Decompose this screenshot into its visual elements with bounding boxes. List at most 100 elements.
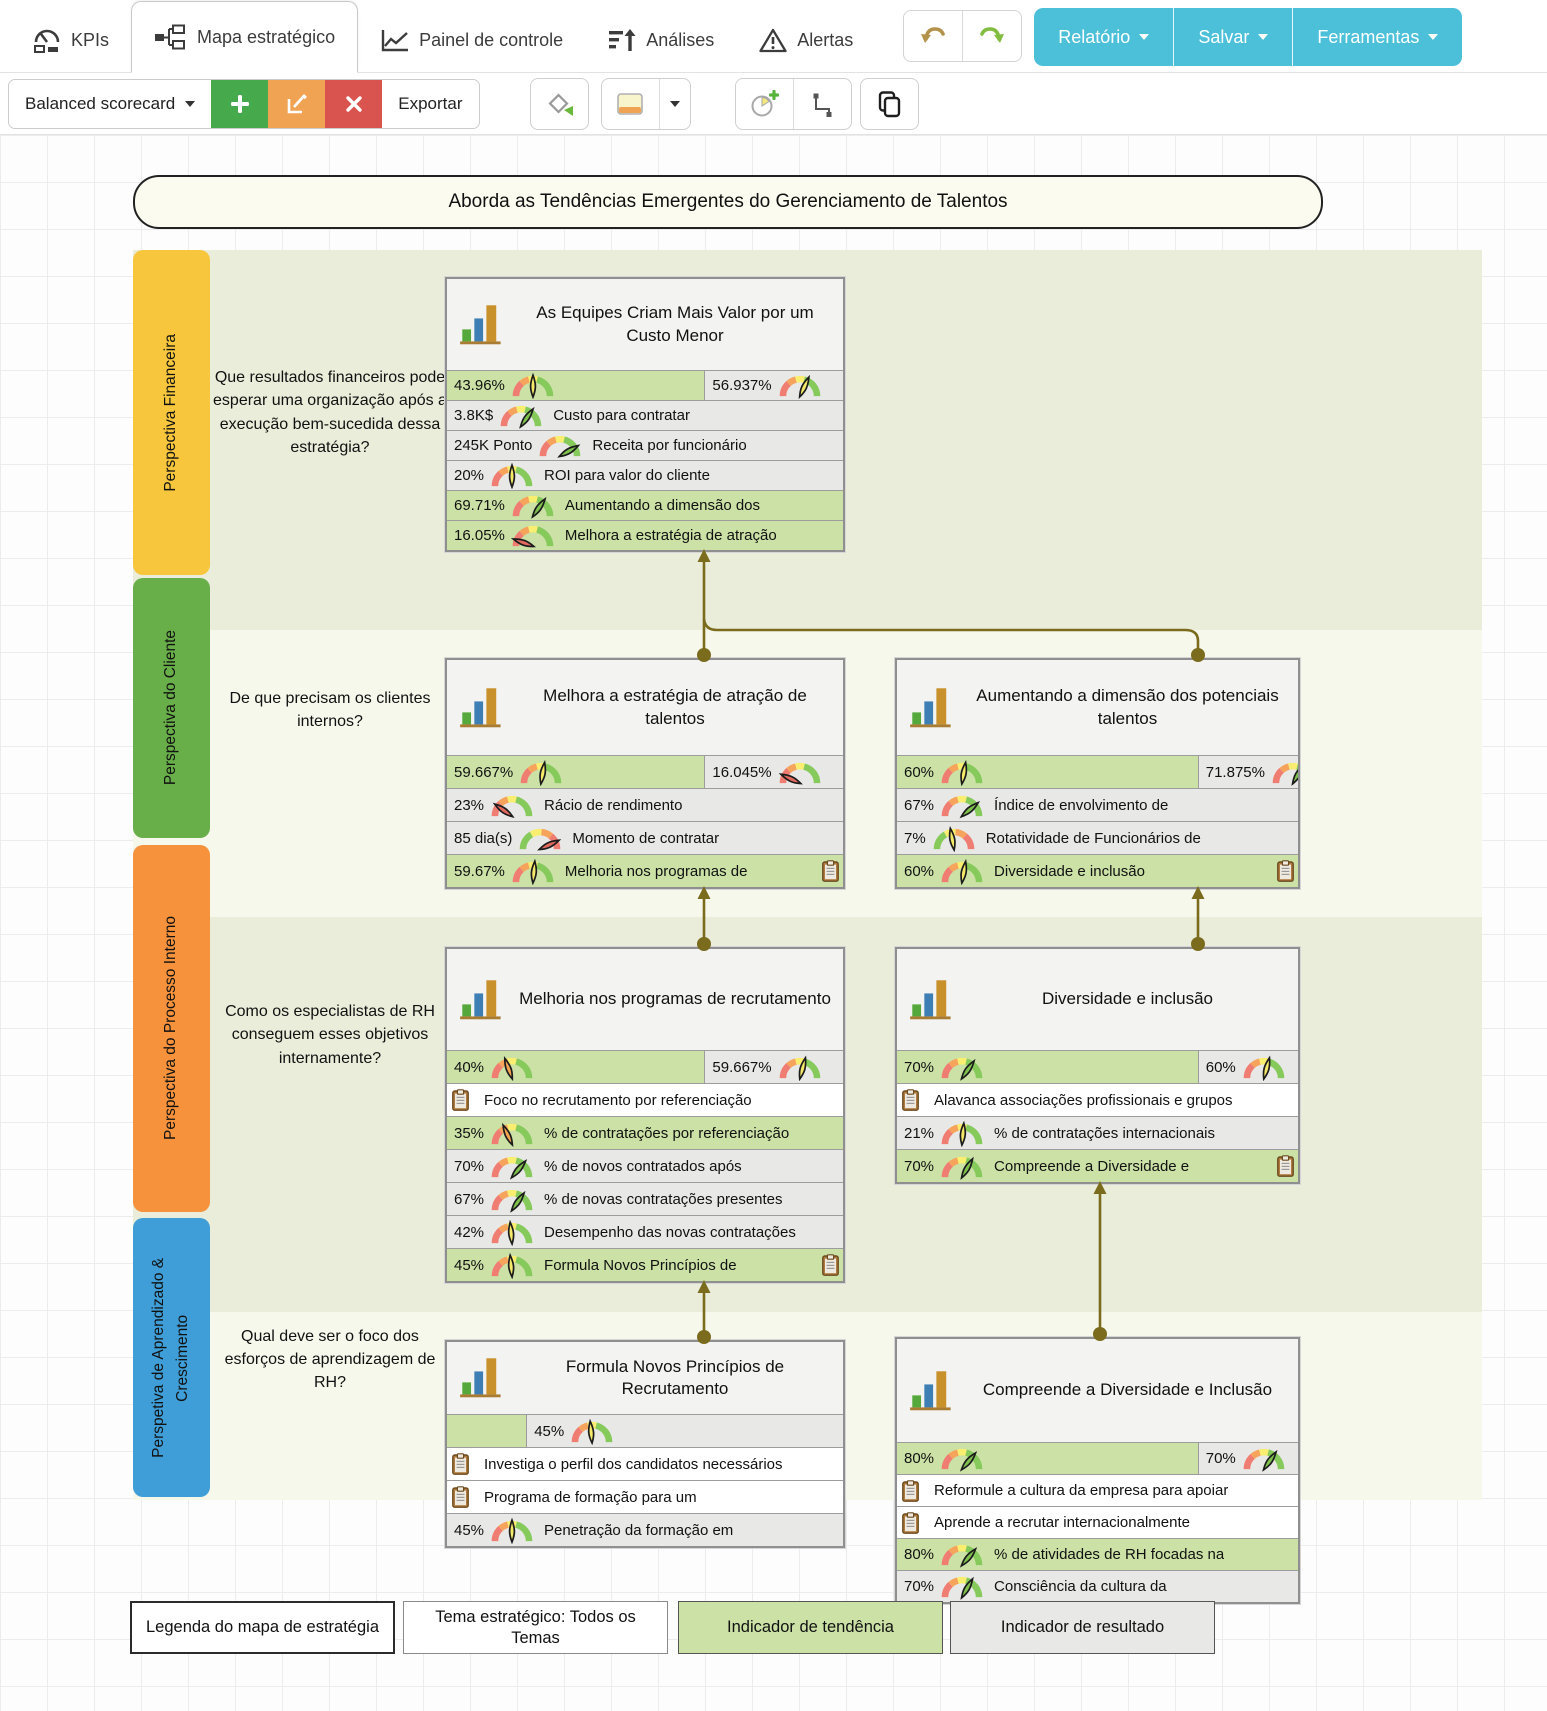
fill-color-group	[600, 77, 691, 130]
objective-box[interactable]: Formula Novos Princípios de Recrutamento…	[444, 1339, 846, 1549]
initiative-row[interactable]: Reformule a cultura da empresa para apoi…	[897, 1474, 1298, 1506]
tab-kpis[interactable]: KPIs	[10, 8, 131, 72]
initiative-row[interactable]: Alavanca associações profissionais e gru…	[897, 1083, 1298, 1116]
tab-analysis[interactable]: Análises	[585, 8, 736, 72]
gauge-mini-icon	[491, 1219, 533, 1246]
perspective-label[interactable]: Perspetiva de Aprendizado & Crescimento	[133, 1218, 210, 1497]
initiative-row[interactable]: Foco no recrutamento por referenciação	[447, 1083, 843, 1116]
report-button[interactable]: Relatório	[1034, 8, 1174, 66]
redo-button[interactable]	[962, 11, 1021, 61]
add-kpi-button[interactable]	[736, 79, 793, 129]
kpi-row[interactable]: 42%Desempenho das novas contratações	[447, 1215, 843, 1248]
kpi-value: 245K Ponto	[454, 437, 533, 454]
delete-button[interactable]	[325, 79, 383, 128]
kpi-row[interactable]: 70%Consciência da cultura da	[897, 1570, 1298, 1602]
split-kpi-row[interactable]: 45%	[447, 1414, 843, 1447]
initiative-label: Alavanca associações profissionais e gru…	[934, 1091, 1233, 1109]
kpi-value: 70%	[904, 1578, 935, 1595]
kpi-value: 80%	[904, 1450, 935, 1467]
fill-color-button[interactable]	[602, 79, 659, 129]
split-kpi-row[interactable]: 40%59.667%	[447, 1050, 843, 1083]
gauge-mini-icon	[520, 759, 562, 786]
kpi-row[interactable]: 85 dia(s)Momento de contratar	[447, 821, 843, 854]
gauge-mini-icon	[510, 525, 554, 548]
add-connector-button[interactable]	[792, 78, 851, 129]
objective-box[interactable]: Melhora a estratégia de atração de talen…	[444, 657, 846, 890]
gauge-mini-icon	[779, 1054, 820, 1081]
kpi-row[interactable]: 35%% de contratações por referenciação	[447, 1116, 843, 1149]
gauge-mini-icon	[941, 1120, 983, 1147]
gauge-mini-icon	[1243, 1054, 1285, 1081]
gauge-mini-icon	[512, 858, 554, 885]
kpi-label: Desempenho das novas contratações	[544, 1223, 796, 1241]
initiative-label: Foco no recrutamento por referenciação	[484, 1091, 752, 1109]
split-kpi-row[interactable]: 60%71.875%	[897, 755, 1298, 788]
tab-dashboard[interactable]: Painel de controle	[358, 8, 585, 72]
initiative-row[interactable]: Programa de formação para um	[447, 1480, 843, 1513]
tab-strategy-map[interactable]: Mapa estratégico	[131, 1, 359, 73]
gauge-mini-icon	[941, 1057, 983, 1081]
kpi-row[interactable]: 67%Índice de envolvimento de	[897, 788, 1298, 821]
tab-label: Mapa estratégico	[197, 26, 336, 47]
objective-box[interactable]: As Equipes Criam Mais Valor por um Custo…	[444, 276, 846, 553]
copy-group	[859, 77, 919, 130]
tools-button[interactable]: Ferramentas	[1292, 8, 1463, 66]
kpi-row[interactable]: 70%% de novos contratados após	[447, 1149, 843, 1182]
kpi-row[interactable]: 20%ROI para valor do cliente	[447, 460, 843, 490]
save-label: Salvar	[1198, 26, 1250, 47]
kpi-row[interactable]: 45%Formula Novos Princípios de	[447, 1248, 843, 1281]
edit-button[interactable]	[268, 79, 326, 128]
kpi-row[interactable]: 59.67%Melhoria nos programas de	[447, 854, 843, 887]
gauge-mini-icon	[512, 372, 554, 399]
chevron-down-icon	[669, 100, 680, 107]
kpi-value: 71.875%	[1205, 763, 1265, 781]
strategy-title-banner[interactable]: Aborda as Tendências Emergentes do Geren…	[133, 175, 1323, 229]
kpi-row[interactable]: 3.8K$Custo para contratar	[447, 400, 843, 430]
split-kpi-row[interactable]: 59.667%16.045%	[447, 755, 843, 788]
scorecard-select[interactable]: Balanced scorecard	[9, 79, 212, 128]
perspective-label[interactable]: Perspectiva do Cliente	[133, 578, 210, 838]
gauge-mini-icon	[491, 1517, 533, 1544]
kpi-row[interactable]: 69.71%Aumentando a dimensão dos	[447, 490, 843, 520]
perspective-question: Qual deve ser o foco dos esforços de apr…	[224, 1327, 436, 1392]
fill-color-caret[interactable]	[658, 78, 690, 129]
undo-button[interactable]	[904, 11, 962, 61]
initiative-row[interactable]: Aprende a recrutar internacionalmente	[897, 1506, 1298, 1538]
export-button[interactable]: Exportar	[382, 79, 479, 128]
kpi-row[interactable]: 21%% de contratações internacionais	[897, 1116, 1298, 1149]
objective-box[interactable]: Aumentando a dimensão dos potenciais tal…	[894, 657, 1301, 890]
gauge-icon	[34, 29, 60, 53]
move-tool-button[interactable]	[531, 79, 588, 129]
gauge-mini-icon	[491, 1122, 533, 1147]
kpi-row[interactable]: 60%Diversidade e inclusão	[897, 854, 1298, 887]
add-button[interactable]	[211, 79, 269, 128]
kpi-row[interactable]: 7%Rotatividade de Funcionários de	[897, 821, 1298, 854]
perspective-label[interactable]: Perspectiva do Processo Interno	[133, 845, 210, 1212]
initiative-label: Investiga o perfil dos candidatos necess…	[484, 1455, 783, 1473]
tab-alerts[interactable]: Alertas	[736, 8, 875, 72]
save-button[interactable]: Salvar	[1173, 8, 1293, 66]
split-kpi-row[interactable]: 70%60%	[897, 1050, 1298, 1083]
kpi-row[interactable]: 67%% de novas contratações presentes	[447, 1182, 843, 1215]
gauge-mini-icon	[520, 828, 562, 851]
kpi-value: 60%	[1205, 1058, 1236, 1076]
initiative-row[interactable]: Investiga o perfil dos candidatos necess…	[447, 1447, 843, 1480]
kpi-row[interactable]: 23%Rácio de rendimento	[447, 788, 843, 821]
tab-label: Painel de controle	[419, 29, 564, 50]
copy-button[interactable]	[861, 79, 918, 129]
kpi-row[interactable]: 16.05%Melhora a estratégia de atração	[447, 520, 843, 550]
split-kpi-row[interactable]: 80%70%	[897, 1442, 1298, 1474]
kpi-value: 16.045%	[712, 763, 772, 781]
gauge-mini-icon	[941, 858, 983, 885]
perspective-label[interactable]: Perspectiva Financeira	[133, 250, 210, 575]
strategy-map-canvas[interactable]: Aborda as Tendências Emergentes do Geren…	[0, 135, 1547, 1711]
split-kpi-row[interactable]: 43.96%56.937%	[447, 370, 843, 400]
kpi-row[interactable]: 70%Compreende a Diversidade e	[897, 1149, 1298, 1182]
kpi-row[interactable]: 80%% de atividades de RH focadas na	[897, 1538, 1298, 1570]
kpi-value: 70%	[904, 1157, 935, 1175]
kpi-row[interactable]: 45%Penetração da formação em	[447, 1513, 843, 1546]
